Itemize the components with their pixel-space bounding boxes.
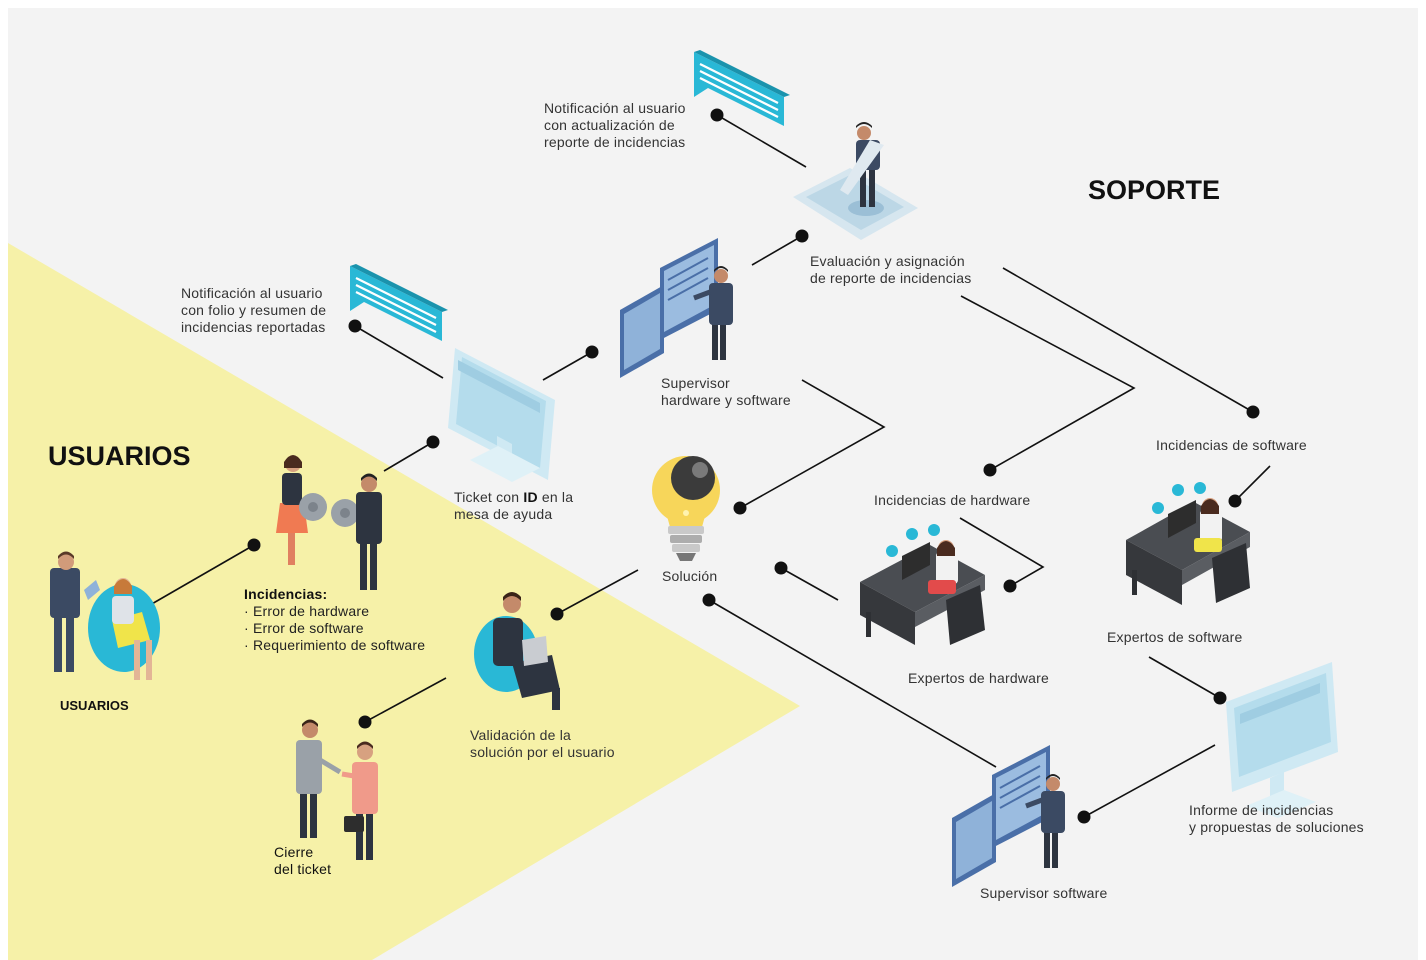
- connector-dots: [247, 108, 1260, 824]
- sw-incidents-label: Incidencias de software: [1156, 437, 1307, 453]
- sw-experts-label: Expertos de software: [1107, 629, 1243, 645]
- closing-label: Cierre del ticket: [274, 844, 332, 877]
- notif-folio-label: Notificación al usuario con folio y resu…: [181, 285, 327, 335]
- solution-label: Solución: [662, 568, 718, 584]
- monitor-icon: [448, 348, 555, 482]
- ticket-label: Ticket con ID en la mesa de ayuda: [454, 489, 574, 522]
- hw-experts-label: Expertos de hardware: [908, 670, 1049, 686]
- users-zone: [8, 243, 800, 960]
- report-monitor-icon: [1226, 662, 1338, 818]
- validation-label: Validación de la solución por el usuario: [470, 727, 615, 760]
- hardware-expert-desk-icon: [860, 524, 985, 645]
- support-section-title: SOPORTE: [1088, 175, 1221, 205]
- incidents-list: Incidencias: · Error de hardware · Error…: [244, 586, 426, 653]
- users-caption: USUARIOS: [60, 698, 129, 713]
- software-expert-desk-icon: [1126, 482, 1250, 605]
- handshake-icon: [296, 719, 378, 860]
- lightbulb-icon: [652, 456, 720, 561]
- hw-incidents-label: Incidencias de hardware: [874, 492, 1031, 508]
- users-group-icon: [50, 551, 160, 680]
- dashboard-person-icon: [620, 238, 733, 378]
- report-label: Informe de incidencias y propuestas de s…: [1189, 802, 1364, 835]
- people-gears-icon: [276, 455, 382, 590]
- supervisor-tablet-icon: [793, 122, 918, 240]
- laptop-user-icon: [474, 592, 560, 710]
- notif-update-label: Notificación al usuario con actualizació…: [544, 100, 686, 150]
- users-section-title: USUARIOS: [48, 441, 191, 471]
- connectors: [149, 114, 1271, 818]
- supervisor-hw-sw-label: Supervisor hardware y software: [661, 375, 791, 408]
- sw-supervisor-label: Supervisor software: [980, 885, 1108, 901]
- supervisor-software-icon: [952, 745, 1065, 887]
- chat-bubble-icon: [694, 50, 790, 126]
- chat-bubble-icon: [350, 264, 448, 341]
- evaluation-label: Evaluación y asignación de reporte de in…: [810, 253, 972, 286]
